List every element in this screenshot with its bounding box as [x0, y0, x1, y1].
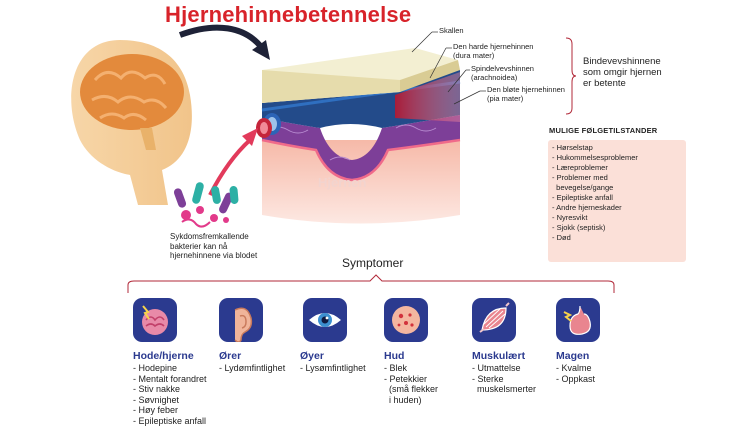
ear-icon: [219, 298, 263, 342]
symptom-item: - Utmattelse: [472, 363, 521, 373]
diagram-title: Hjernehinnebetennelse: [165, 2, 412, 27]
bacteria-cluster: [173, 182, 239, 228]
dura-label-line: Den harde hjernehinnen: [453, 42, 534, 51]
symptom-heading: Magen: [556, 350, 590, 362]
brace-text-line: som omgir hjernen: [583, 67, 662, 78]
symptoms-title: Symptomer: [342, 256, 404, 270]
symptom-list: - Blek- Petekkier (små flekker i huden): [384, 363, 438, 405]
brace-text-line: er betente: [583, 78, 626, 89]
symptom-item: - Oppkast: [556, 373, 596, 384]
complications-box: [548, 140, 686, 262]
complication-item: - Død: [552, 233, 571, 242]
muscle-icon: [472, 298, 516, 342]
symptom-item: - Mentalt forandret: [133, 373, 207, 384]
complication-item: - Nyresvikt: [552, 213, 588, 222]
symptom-heading: Hud: [384, 350, 405, 362]
complication-item: - Andre hjerneskader: [552, 203, 622, 212]
complications-title: MULIGE FØLGETILSTANDER: [549, 126, 658, 135]
symptom-item: - Hodepine: [133, 363, 178, 373]
symptom-item: muskelsmerter: [472, 384, 537, 394]
stomach-icon: [556, 298, 600, 342]
complication-item: - Hukommelsesproblemer: [552, 153, 638, 162]
bacteria-caption-line: Sykdomsfremkallende: [170, 232, 249, 241]
complication-item: - Problemer med: [552, 173, 608, 182]
symptom-heading: Hode/hjerne: [133, 350, 194, 362]
skin-icon: [384, 298, 428, 342]
symptom-list: - Lydømfintlighet: [219, 363, 285, 374]
brain-label: Hjernen: [318, 175, 367, 190]
brain-icon: [133, 298, 177, 342]
arachnoid-label: Spindelvevshinnen (arachnoidea): [471, 64, 534, 82]
symptom-item: - Sterke: [472, 373, 504, 384]
symptom-item: - Høy feber: [133, 405, 179, 415]
symptom-heading: Øyer: [300, 350, 324, 362]
brace-text: Bindevevshinnene som omgir hjernen er be…: [583, 56, 662, 89]
symptom-item: - Blek: [384, 363, 408, 373]
complication-item: - Læreproblemer: [552, 163, 608, 172]
symptom-list: - Utmattelse- Sterke muskelsmerter: [472, 363, 536, 395]
arachnoid-label-line: (arachnoidea): [471, 72, 518, 82]
brace-text-line: Bindevevshinnene: [583, 56, 661, 67]
symptom-item: - Petekkier: [384, 373, 428, 384]
pia-label: Den bløte hjernehinnen (pia mater): [487, 85, 565, 103]
skull-label: Skallen: [439, 26, 464, 35]
symptom-list: - Hodepine- Mentalt forandret- Stiv nakk…: [133, 363, 207, 426]
symptom-heading: Ører: [219, 350, 242, 362]
symptom-item: - Kvalme: [556, 363, 592, 373]
bacteria-caption-line: bakterier kan nå: [170, 241, 228, 251]
symptom-item: i huden): [384, 394, 422, 405]
symptom-item: - Epileptiske anfall: [133, 415, 207, 426]
dura-label-line: (dura mater): [453, 50, 495, 60]
bacteria-caption: Sykdomsfremkallende bakterier kan nå hje…: [170, 232, 280, 261]
complication-item: - Sjokk (septisk): [552, 223, 606, 232]
complication-item: - Epileptiske anfall: [552, 193, 613, 202]
symptom-list: - Lysømfintlighet: [300, 363, 366, 374]
symptom-item: - Lysømfintlighet: [300, 363, 366, 373]
dura-label: Den harde hjernehinnen (dura mater): [453, 42, 534, 60]
symptom-item: - Søvnighet: [133, 394, 180, 405]
meninges-cross-section: [256, 48, 461, 224]
symptom-heading: Muskulært: [472, 350, 526, 362]
symptoms-bracket: [127, 274, 615, 293]
head-with-brain: [71, 40, 192, 205]
eye-icon: [303, 298, 347, 342]
complications-list: - Hørselstap- Hukommelsesproblemer- Lære…: [552, 143, 686, 243]
symptom-list: - Kvalme- Oppkast: [556, 363, 595, 384]
bacteria-caption-line: hjernehinnene via blodet: [170, 251, 258, 260]
symptom-item: - Lydømfintlighet: [219, 363, 286, 373]
pia-label-line: Den bløte hjernehinnen: [487, 85, 565, 94]
pia-label-line: (pia mater): [487, 93, 524, 103]
complication-item: - Hørselstap: [552, 143, 593, 152]
arachnoid-label-line: Spindelvevshinnen: [471, 64, 534, 73]
meninges-brace: [565, 37, 577, 115]
symptom-item: - Stiv nakke: [133, 384, 181, 394]
zoom-arrow: [178, 24, 265, 50]
complication-item: bevegelse/gange: [552, 183, 614, 192]
symptom-item: (små flekker: [384, 384, 439, 394]
